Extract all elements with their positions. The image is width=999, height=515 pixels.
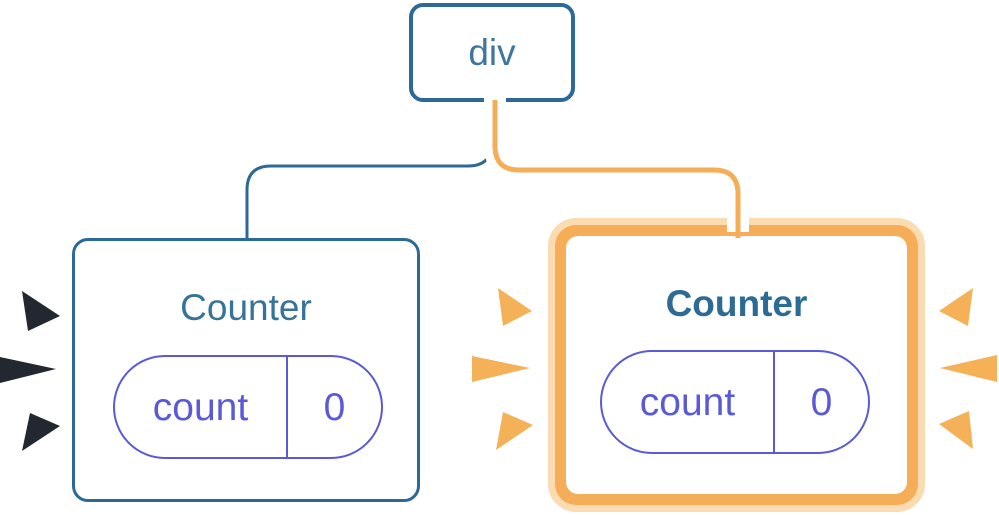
left-counter-title: Counter [180, 287, 312, 328]
root-div-node: div [409, 3, 575, 102]
root-div-label: div [468, 32, 516, 73]
left-counter-node: Counter count 0 [72, 238, 420, 502]
state-value-label: 0 [286, 357, 381, 457]
right-child-connector-casing [484, 92, 749, 232]
left-burst-icon [0, 291, 60, 451]
state-key-label: count [639, 380, 736, 424]
left-counter-state-pill: count 0 [113, 355, 383, 459]
right-counter-node: Counter count 0 [566, 236, 907, 494]
state-key-label: count [152, 385, 249, 429]
left-child-connector-line [245, 100, 494, 240]
right-counter-highlight-border: Counter count 0 [555, 225, 918, 505]
middle-burst-icon [472, 288, 533, 450]
state-value-label: 0 [773, 352, 868, 452]
right-counter-state-pill: count 0 [600, 350, 870, 454]
right-counter-highlight-ring: Counter count 0 [548, 218, 925, 512]
right-counter-title: Counter [665, 283, 808, 324]
right-burst-icon [939, 288, 997, 449]
